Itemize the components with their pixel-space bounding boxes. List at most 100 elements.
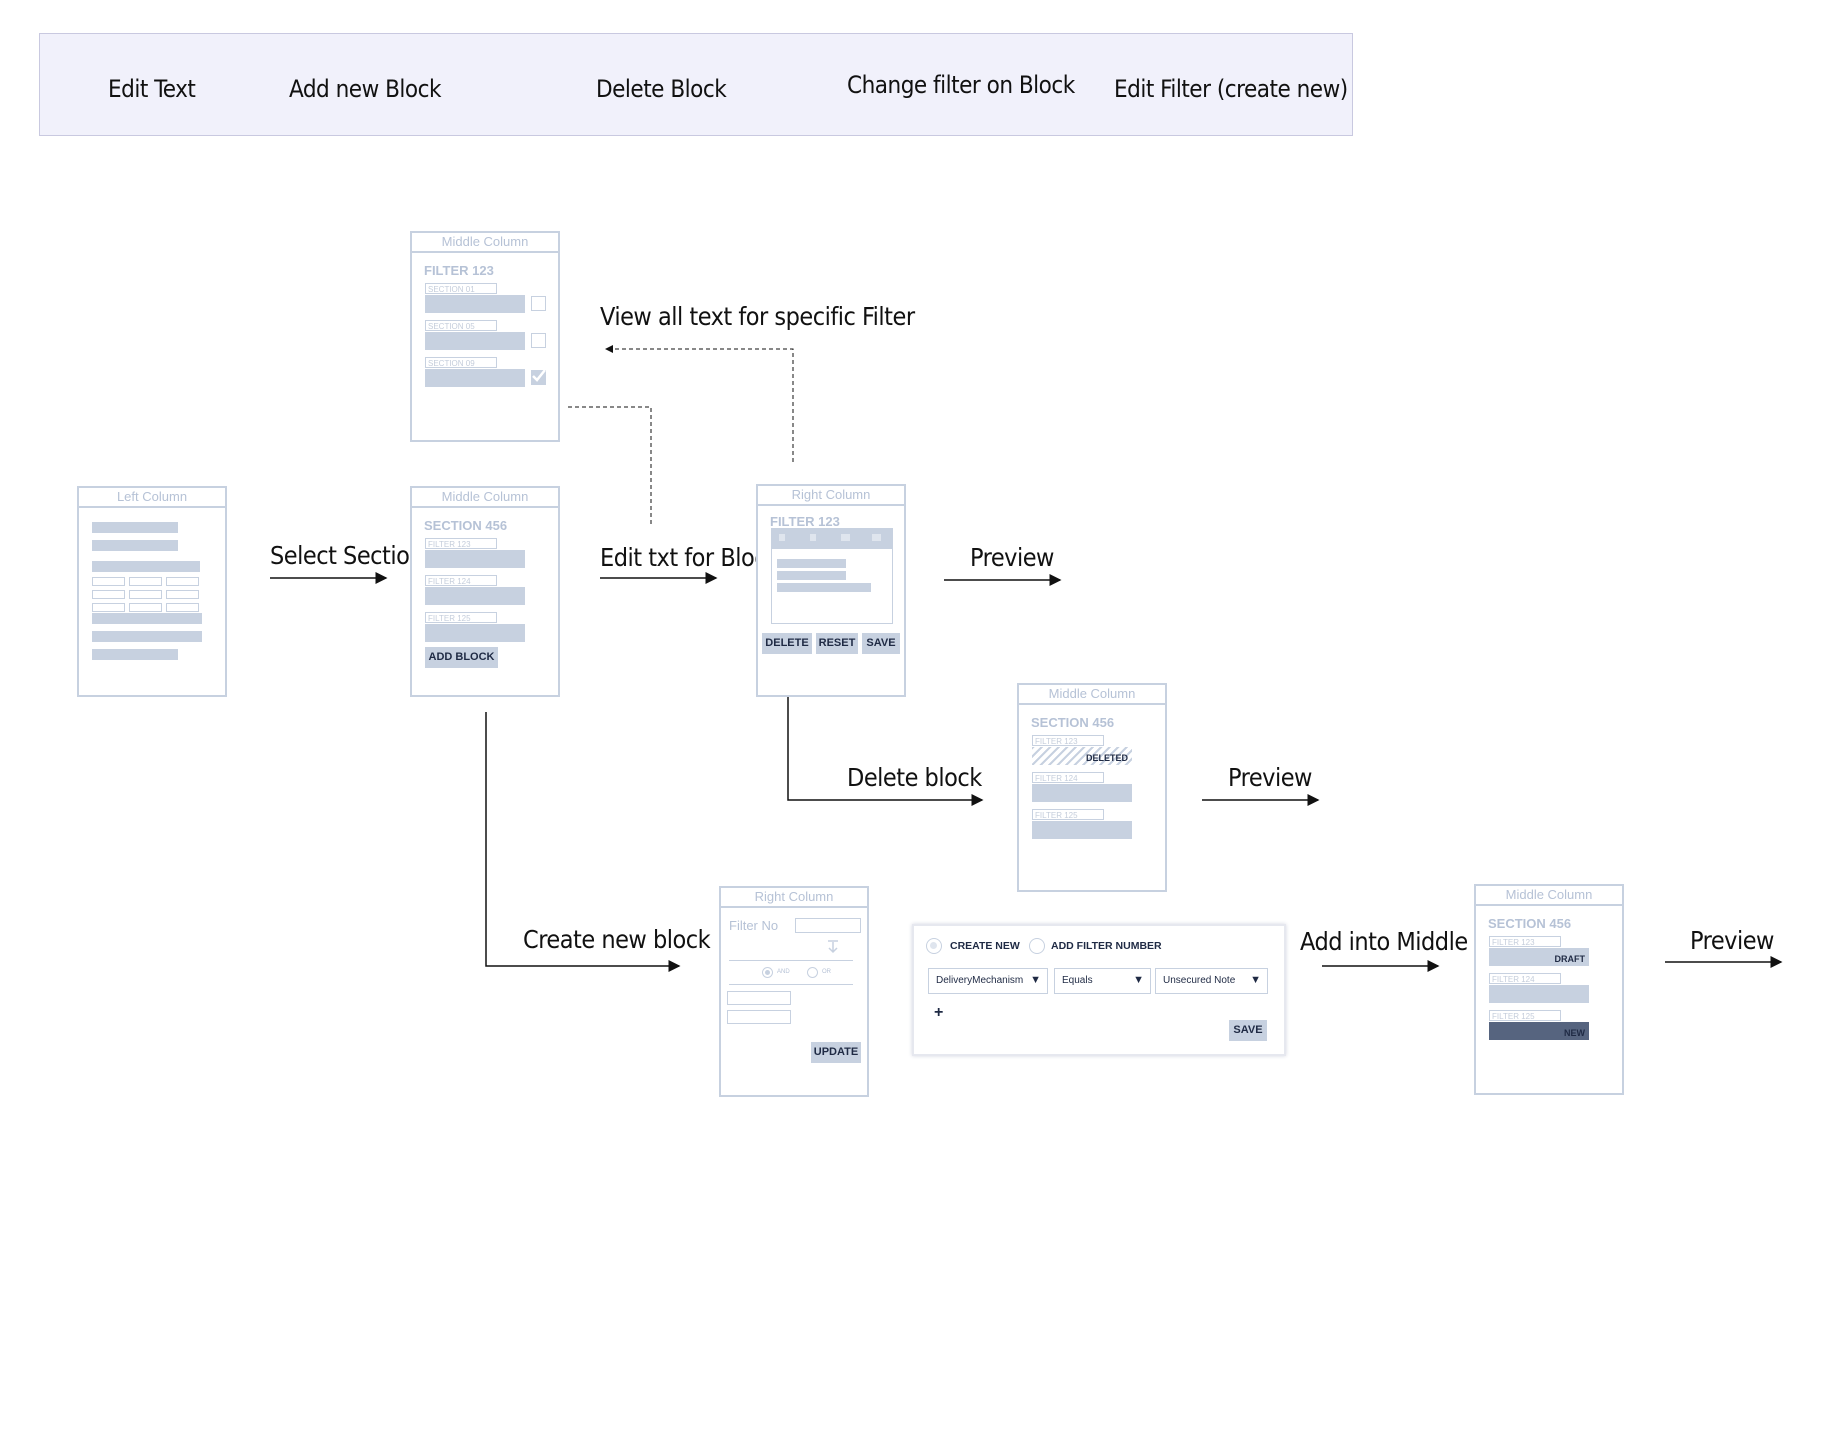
text-editor[interactable] (771, 528, 893, 624)
divider (729, 984, 853, 985)
filter-bar[interactable] (425, 550, 525, 568)
section-heading: SECTION 456 (424, 518, 508, 533)
new-filter-bar[interactable]: NEW (1489, 1022, 1589, 1040)
placeholder-bar (92, 561, 200, 572)
filter-tag: FILTER 124 (1489, 973, 1561, 984)
draft-filter-bar[interactable]: DRAFT (1489, 948, 1589, 966)
left-column-frame: Left Column (77, 486, 227, 697)
section-bar (425, 295, 525, 313)
frame-title: Middle Column (412, 233, 558, 253)
section-checkbox[interactable] (531, 296, 546, 311)
delete-button[interactable]: DELETE (762, 633, 812, 654)
label-view-all-text: View all text for specific Filter (600, 302, 915, 331)
dropdown-caret-icon: ▼ (1030, 974, 1041, 986)
field-select-value: DeliveryMechanism (936, 975, 1024, 986)
section-tag: SECTION 01 (425, 283, 497, 294)
panel-save-button[interactable]: SAVE (1229, 1020, 1267, 1041)
bold-icon (779, 534, 785, 541)
filter-tag: FILTER 123 (425, 538, 497, 549)
frame-title: Left Column (79, 488, 225, 508)
dropdown-caret-icon: ▼ (1133, 974, 1144, 986)
middle-column-section-frame: Middle Column SECTION 456 FILTER 123 FIL… (410, 486, 560, 697)
section-tag: SECTION 05 (425, 320, 497, 331)
operator-select[interactable]: Equals ▼ (1054, 968, 1151, 994)
placeholder-bar (92, 522, 178, 533)
filter-tag: FILTER 124 (1032, 772, 1104, 783)
section-heading: SECTION 456 (1488, 916, 1572, 931)
draft-badge: DRAFT (1554, 954, 1586, 964)
label-edit-txt-for-block: Edit txt for Block (600, 543, 779, 572)
dropdown-caret-icon: ▼ (1250, 974, 1261, 986)
filter-no-label: Filter No (729, 918, 779, 933)
placeholder-bar (92, 613, 202, 624)
criteria-input[interactable] (727, 1010, 791, 1024)
create-filter-panel: CREATE NEW ADD FILTER NUMBER DeliveryMec… (912, 924, 1286, 1056)
middle-column-final-frame: Middle Column SECTION 456 FILTER 123 DRA… (1474, 884, 1624, 1095)
section-checkbox[interactable] (531, 333, 546, 348)
and-label: AND (777, 969, 790, 975)
legend-bar: Edit Text Add new Block Delete Block Cha… (39, 33, 1353, 136)
update-button[interactable]: UPDATE (811, 1042, 861, 1063)
text-line (777, 571, 846, 580)
download-icon[interactable] (826, 939, 840, 955)
reset-button[interactable]: RESET (816, 633, 858, 654)
middle-column-filter-frame: Middle Column FILTER 123 SECTION 01 SECT… (410, 231, 560, 442)
legend-delete-block: Delete Block (596, 75, 727, 103)
field-select[interactable]: DeliveryMechanism ▼ (928, 968, 1048, 994)
right-column-create-frame: Right Column Filter No AND OR UPDATE (719, 886, 869, 1097)
add-filter-number-radio[interactable] (1029, 938, 1045, 954)
image-icon (872, 534, 881, 541)
placeholder-bar (92, 540, 178, 551)
label-select-section: Select Section (270, 541, 424, 570)
and-radio[interactable] (762, 967, 773, 978)
value-select[interactable]: Unsecured Note ▼ (1155, 968, 1268, 994)
criteria-input[interactable] (727, 991, 791, 1005)
arrow-delete-block (787, 697, 984, 806)
operator-select-value: Equals (1062, 975, 1093, 986)
placeholder-bar (92, 631, 202, 642)
dashed-view-all (605, 345, 794, 462)
section-bar (425, 369, 525, 387)
filter-bar[interactable] (425, 624, 525, 642)
divider (729, 960, 853, 961)
filter-no-input[interactable] (795, 918, 861, 933)
value-select-value: Unsecured Note (1163, 975, 1236, 986)
legend-add-new-block: Add new Block (289, 75, 442, 103)
frame-title: Middle Column (412, 488, 558, 508)
or-label: OR (822, 969, 831, 975)
filter-bar[interactable] (1032, 784, 1132, 802)
new-badge: NEW (1564, 1028, 1585, 1038)
filter-tag: FILTER 123 (1489, 936, 1561, 947)
label-preview-2: Preview (1228, 763, 1312, 792)
filter-tag: FILTER 125 (425, 612, 497, 623)
deleted-badge: DELETED (1085, 753, 1128, 763)
frame-title: Right Column (758, 486, 904, 506)
filter-bar[interactable] (1032, 821, 1132, 839)
right-column-edit-frame: Right Column FILTER 123 DELETE RESET SAV… (756, 484, 906, 697)
add-block-button[interactable]: ADD BLOCK (425, 647, 498, 668)
checkmark-icon (532, 369, 546, 382)
middle-column-deleted-frame: Middle Column SECTION 456 FILTER 123 DEL… (1017, 683, 1167, 892)
arrow-create-new-block (485, 712, 681, 972)
label-create-new-block: Create new block (523, 925, 711, 954)
save-button[interactable]: SAVE (862, 633, 900, 654)
section-bar (425, 332, 525, 350)
frame-title: Middle Column (1019, 685, 1165, 705)
add-condition-icon[interactable]: + (934, 1004, 944, 1021)
filter-bar[interactable] (425, 587, 525, 605)
filter-tag: FILTER 124 (425, 575, 497, 586)
legend-change-filter: Change filter on Block (847, 71, 1075, 99)
text-line (777, 583, 871, 592)
frame-title: Right Column (721, 888, 867, 908)
filter-bar[interactable] (1489, 985, 1589, 1003)
italic-icon (810, 534, 816, 541)
list-icon (841, 534, 850, 541)
create-new-radio[interactable] (926, 938, 942, 954)
section-checkbox-checked[interactable] (531, 369, 546, 385)
section-tag: SECTION 09 (425, 357, 497, 368)
or-radio[interactable] (807, 967, 818, 978)
filter-heading: FILTER 123 (770, 514, 840, 529)
filter-tag: FILTER 125 (1032, 809, 1104, 820)
section-heading: SECTION 456 (1031, 715, 1115, 730)
label-delete-block: Delete block (847, 763, 982, 792)
